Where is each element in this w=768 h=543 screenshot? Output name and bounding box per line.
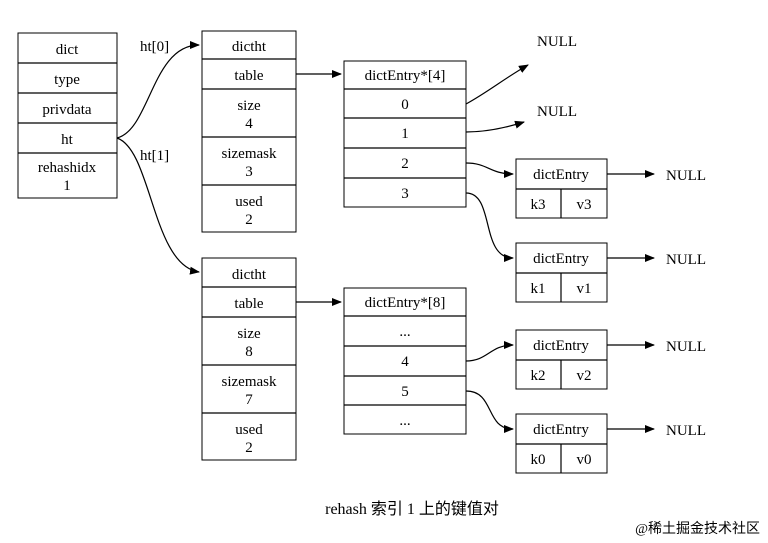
dictht-0-title: dictht xyxy=(232,39,267,55)
dict-entry-key: k2 xyxy=(531,368,546,384)
null-label: NULL xyxy=(666,339,706,355)
dict-entry-title: dictEntry xyxy=(533,422,589,438)
table-0-title: dictEntry*[4] xyxy=(365,68,446,84)
dictht-0-size-value: 4 xyxy=(245,116,253,132)
dictht-0-sizemask-value: 3 xyxy=(245,164,253,180)
edge-ht0 xyxy=(116,41,200,139)
dictht-0-sizemask-label: sizemask xyxy=(222,146,277,162)
null-label: NULL xyxy=(666,168,706,184)
dict-entry: dictEntry k1 v1 xyxy=(515,242,608,303)
edge-label-ht0: ht[0] xyxy=(140,39,169,55)
dict-entry: dictEntry k3 v3 xyxy=(515,158,608,219)
dictht-1: dictht table size 8 sizemask 7 used 2 xyxy=(201,257,297,461)
edge-label-ht1: ht[1] xyxy=(140,148,169,164)
table-1-title: dictEntry*[8] xyxy=(365,295,446,311)
dictht-1-sizemask-value: 7 xyxy=(245,392,253,408)
dictht-1-used-value: 2 xyxy=(245,440,253,456)
dictht-1-used-label: used xyxy=(235,422,263,438)
dict-field-privdata: privdata xyxy=(42,102,91,118)
edge-slot2-entry xyxy=(465,162,514,178)
dict-entry-value: v2 xyxy=(577,368,592,384)
edge-slot4-entry xyxy=(465,341,514,362)
edge-slot3-entry xyxy=(465,192,514,262)
dictht-1-size-label: size xyxy=(237,326,261,342)
dictht-1-title: dictht xyxy=(232,267,267,283)
dict-entry-title: dictEntry xyxy=(533,167,589,183)
dict-entry: dictEntry k2 v2 xyxy=(515,329,608,390)
dict-entry-value: v1 xyxy=(577,281,592,297)
edge-slot0-null xyxy=(465,64,529,105)
table-1-slot: 4 xyxy=(401,354,409,370)
null-label: NULL xyxy=(666,252,706,268)
dict-struct: dict type privdata ht rehashidx 1 xyxy=(17,32,118,199)
dict-entry-value: v0 xyxy=(577,452,592,468)
dict-rehashidx-value: 1 xyxy=(63,178,71,194)
null-label: NULL xyxy=(666,423,706,439)
dict-entry-value: v3 xyxy=(577,197,592,213)
table-0-slot: 3 xyxy=(401,186,409,202)
dictht-0-size-label: size xyxy=(237,98,261,114)
edge-ht1 xyxy=(116,137,200,275)
dictht-1-size-value: 8 xyxy=(245,344,253,360)
dict-entry-title: dictEntry xyxy=(533,251,589,267)
dict-entry-key: k3 xyxy=(531,197,546,213)
watermark: @稀土掘金技术社区 xyxy=(635,521,760,537)
table-1-slot: ... xyxy=(399,413,410,429)
dict-title: dict xyxy=(56,42,79,58)
dict-field-ht: ht xyxy=(61,132,74,148)
table-0-slot: 1 xyxy=(401,126,409,142)
table-1: dictEntry*[8] ... 4 5 ... xyxy=(343,287,467,435)
dict-entry-title: dictEntry xyxy=(533,338,589,354)
dictht-0-used-value: 2 xyxy=(245,212,253,228)
null-label: NULL xyxy=(537,34,577,50)
table-1-slot: 5 xyxy=(401,384,409,400)
edge-slot5-entry xyxy=(465,390,514,433)
table-0: dictEntry*[4] 0 1 2 3 xyxy=(343,60,467,208)
null-label: NULL xyxy=(537,104,577,120)
dict-entry-key: k0 xyxy=(531,452,546,468)
dictht-0-table: table xyxy=(234,68,263,84)
dict-field-type: type xyxy=(54,72,80,88)
table-1-slot: ... xyxy=(399,324,410,340)
table-0-slot: 0 xyxy=(401,97,409,113)
edge-slot1-null xyxy=(465,120,525,133)
diagram-caption: rehash 索引 1 上的键值对 xyxy=(325,500,499,518)
dictht-0: dictht table size 4 sizemask 3 used 2 xyxy=(201,30,297,233)
dictht-1-sizemask-label: sizemask xyxy=(222,374,277,390)
dict-entry-key: k1 xyxy=(531,281,546,297)
dict-field-rehashidx: rehashidx xyxy=(38,160,97,176)
table-0-slot: 2 xyxy=(401,156,409,172)
dict-entry: dictEntry k0 v0 xyxy=(515,413,608,474)
dictht-1-table: table xyxy=(234,296,263,312)
dictht-0-used-label: used xyxy=(235,194,263,210)
